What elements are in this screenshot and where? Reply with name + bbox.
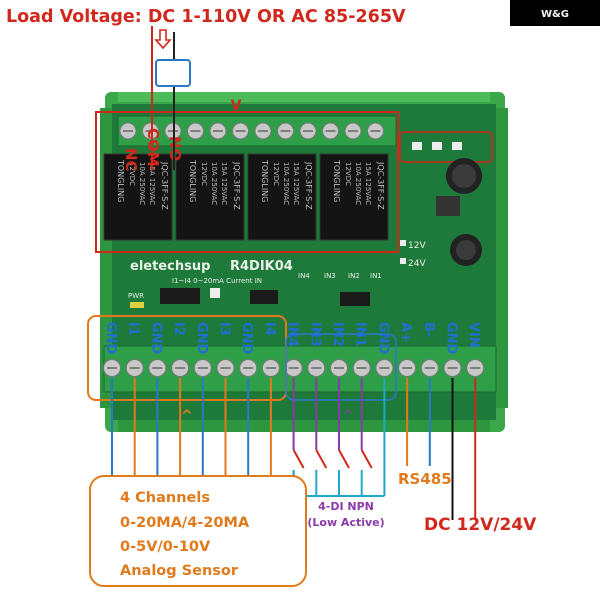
terminal-label-10: IN3: [307, 322, 322, 347]
tactile-button: [210, 288, 220, 298]
terminal-labels: GND I1 GND I2 GND I3 GND I4 IN4 IN3 IN2 IN1 GND A+ B- G…: [103, 322, 481, 355]
relay-brand: TONGLING: [260, 159, 269, 202]
terminal-label-1: GND: [103, 322, 118, 355]
relay-spec-2: 10A 250VAC: [282, 162, 290, 205]
terminal-label-9: IN4: [285, 322, 300, 347]
power-supply-label: DC 12V/24V: [424, 515, 537, 535]
relay-pin-nc: NC: [122, 148, 140, 172]
input-terminal-block: [103, 345, 497, 393]
relay-terminal-block: [117, 115, 397, 147]
regulator-chip: [436, 196, 460, 216]
power-components: 12V 24V: [399, 131, 493, 269]
terminal-label-2: I1: [126, 322, 141, 336]
digital-input-frame: [285, 333, 397, 401]
npn-switch-4: [360, 449, 373, 496]
relay-spec-1: 12VDC: [272, 162, 280, 186]
npn-switch-3: [338, 449, 350, 496]
load-device-box: [155, 59, 191, 87]
terminal-label-16: GND: [444, 322, 459, 355]
relay-spec-1: 12VDC: [200, 162, 208, 186]
analog-line-3: 0-5V/0-10V: [120, 539, 211, 555]
relay-brand: TONGLING: [332, 159, 341, 202]
led-indicator-frame: [399, 131, 493, 163]
input-labels: IN4 IN3 IN2 IN1: [298, 272, 382, 280]
relay-brand: TONGLING: [116, 159, 125, 202]
brand-logo-text: W&G: [541, 9, 569, 20]
terminal-label-14: A+: [398, 322, 413, 343]
terminal-label-17: VIN: [466, 322, 481, 348]
chip-1: [160, 288, 200, 304]
up-arrow-indicator-1: ^: [181, 408, 193, 424]
supply-option-24v: 24V: [408, 259, 426, 269]
down-arrow-indicator: V: [231, 98, 242, 114]
chip-2: [250, 290, 278, 304]
relay-spec-1: 12VDC: [128, 162, 136, 186]
terminal-label-8: I4: [262, 322, 277, 336]
brand-badge: [510, 0, 600, 26]
terminal-label-11: IN2: [330, 322, 345, 347]
supply-option-12v: 12V: [408, 241, 426, 251]
input-label-1: IN4: [298, 272, 310, 280]
board-chips: [130, 288, 370, 308]
terminal-label-6: I3: [217, 322, 232, 336]
input-label-4: IN1: [370, 272, 382, 280]
pwr-led: [130, 302, 144, 308]
relay-pin-labels: NC COM NO: [122, 128, 184, 172]
relay-spec-2: 10A 250VAC: [138, 162, 146, 205]
input-label-2: IN3: [324, 272, 336, 280]
terminal-label-15: B-: [421, 322, 436, 337]
analog-line-2: 0-20MA/4-20MA: [120, 515, 250, 531]
relay-model: JQC-3FF-S-Z: [304, 161, 313, 210]
terminal-label-4: I2: [171, 322, 186, 336]
relay-model: JQC-3FF-S-Z: [376, 161, 385, 210]
load-wires: [151, 26, 191, 170]
npn-switch-2: [315, 449, 328, 496]
terminal-label-7: GND: [239, 322, 254, 355]
di-subtitle: (Low Active): [307, 516, 384, 529]
chip-3: [340, 292, 370, 306]
relay-model: JQC-3FF-S-Z: [160, 161, 169, 210]
relay-spec-3: 15A 125VAC: [364, 162, 372, 205]
relay-section-frame: [95, 111, 399, 253]
terminal-label-13: GND: [375, 322, 390, 355]
relay-model: JQC-3FF-S-Z: [232, 161, 241, 210]
input-label-3: IN2: [348, 272, 360, 280]
rs485-label: RS485: [398, 470, 452, 488]
di-title: 4-DI NPN: [318, 500, 374, 513]
board-model: R4DIK04: [230, 259, 293, 274]
analog-sensor-box: [89, 475, 307, 587]
terminal-label-3: GND: [148, 322, 163, 355]
terminal-label-5: GND: [194, 322, 209, 355]
relay-spec-2: 10A 250VAC: [354, 162, 362, 205]
load-voltage-label: Load Voltage: DC 1-110V OR AC 85-265V: [6, 7, 406, 27]
relay-spec-2: 10A 250VAC: [210, 162, 218, 205]
up-arrow-indicator-2: ^: [342, 408, 354, 424]
analog-line-4: Analog Sensor: [120, 563, 239, 579]
relay-brand: TONGLING: [188, 159, 197, 202]
board-maker: eletechsup: [130, 259, 210, 274]
wiring: [111, 378, 477, 520]
load-arrow-icon: [154, 29, 172, 50]
relay-spec-3: 15A 125VAC: [292, 162, 300, 205]
relay-spec-3: 15A 125VAC: [148, 162, 156, 205]
current-input-label: I1~I4 0~20mA Current IN: [172, 277, 262, 285]
relay-spec-1: 12VDC: [344, 162, 352, 186]
terminal-label-12: IN1: [353, 322, 368, 347]
relay-spec-3: 15A 125VAC: [220, 162, 228, 205]
pwr-label: PWR: [128, 292, 144, 300]
analog-line-1: 4 Channels: [120, 490, 210, 506]
